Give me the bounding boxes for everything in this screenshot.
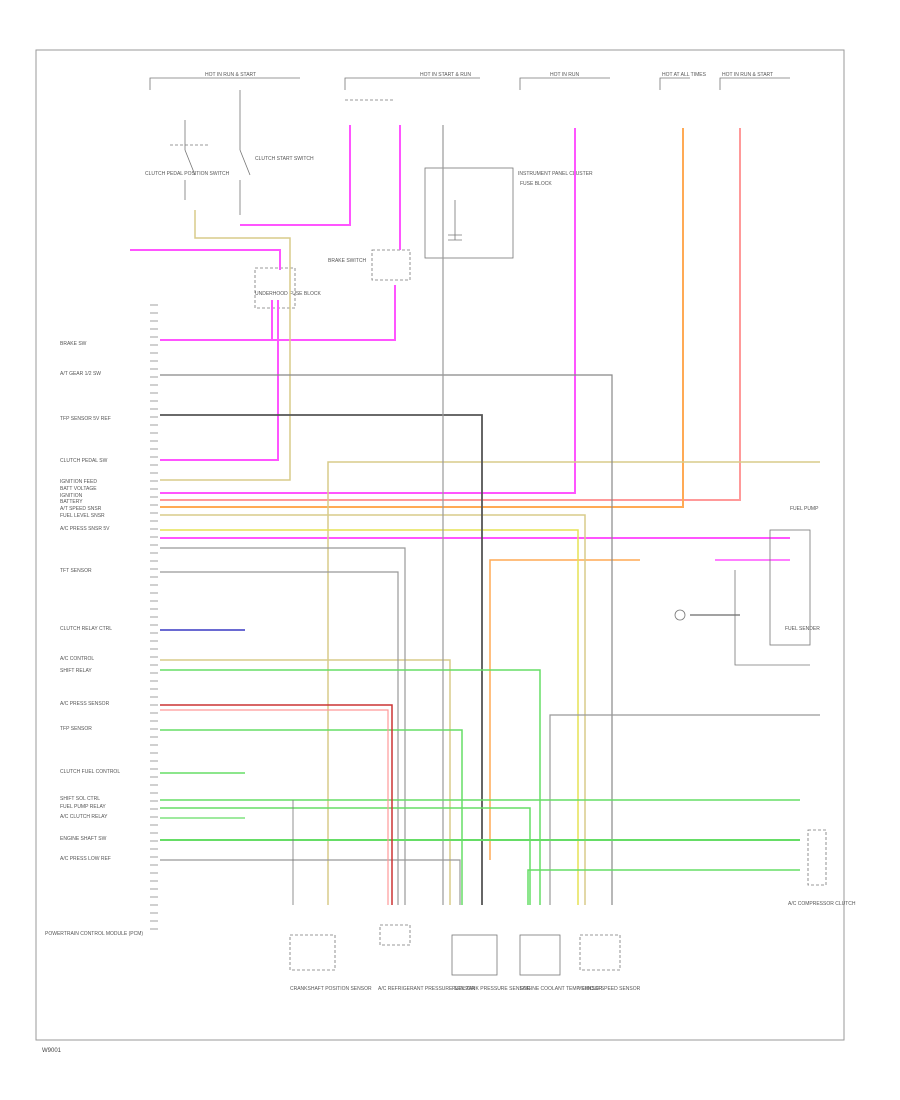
wire-tan-4 <box>160 659 451 905</box>
pcm-pin-label: IGNITION FEED <box>60 479 97 485</box>
label-fuel-tank-sensor: FUEL TANK PRESSURE SENSOR <box>452 986 531 992</box>
wire-pink-6 <box>160 300 279 461</box>
top-feed-labels: HOT IN RUN & START HOT IN START & RUN HO… <box>205 72 773 78</box>
top-label-2: HOT IN START & RUN <box>420 72 471 78</box>
pcm-pin-label: A/C PRESS LOW REF <box>60 856 111 862</box>
label-underhood-fuse: UNDERHOOD FUSE BLOCK <box>255 291 322 297</box>
pcm-pin-label: BRAKE SW <box>60 341 87 347</box>
pcm-pin-label: A/T GEAR 1/2 SW <box>60 371 101 377</box>
label-vehicle-speed-sensor: VEHICLE SPEED SENSOR <box>578 986 641 992</box>
top-feed-lines <box>149 77 790 101</box>
wire-orange-2 <box>489 559 640 860</box>
wire-black-1 <box>160 414 483 905</box>
wire-pink-1 <box>130 249 281 270</box>
label-ac-compressor: A/C COMPRESSOR CLUTCH <box>788 901 856 907</box>
wire-red <box>160 704 393 905</box>
wires <box>130 125 820 905</box>
pcm-pin-label: A/C PRESS SNSR 5V <box>60 526 110 532</box>
ipc-block: INSTRUMENT PANEL CLUSTER FUSE BLOCK <box>424 167 593 259</box>
label-crankshaft-sensor: CRANKSHAFT POSITION SENSOR <box>290 986 372 992</box>
label-clutch-pedal-switch: CLUTCH PEDAL POSITION SWITCH <box>145 171 230 177</box>
diagram-frame <box>35 49 845 1041</box>
pcm-pin-label: FUEL PUMP RELAY <box>60 804 106 810</box>
pcm-pin-label: TFP SENSOR 5V REF <box>60 416 111 422</box>
wire-gray-2 <box>160 547 406 905</box>
top-label-3: HOT IN RUN <box>550 72 579 78</box>
wire-pink-4 <box>240 125 351 226</box>
pcm-pin-label: CLUTCH PEDAL SW <box>60 458 108 464</box>
pcm-pin-label: ENGINE SHAFT SW <box>60 836 107 842</box>
wire-pink-3 <box>272 285 396 341</box>
pcm-pin-label: A/C CONTROL <box>60 656 94 662</box>
pcm-pin-label: TFT SENSOR <box>60 568 92 574</box>
top-label-1: HOT IN RUN & START <box>205 72 256 78</box>
clutch-switch-group: CLUTCH PEDAL POSITION SWITCH CLUTCH STAR… <box>145 90 314 215</box>
wire-red-2 <box>160 709 389 905</box>
wire-tan-2 <box>327 461 820 905</box>
wire-gray-4 <box>160 859 461 905</box>
pcm-pin-label: CLUTCH FUEL CONTROL <box>60 769 120 775</box>
wire-gray-5 <box>549 714 820 905</box>
pcm-pin-label: CLUTCH RELAY CTRL <box>60 626 112 632</box>
label-ac-pressure-sensor: A/C REFRIGERANT PRESSURE SENSOR <box>378 986 475 992</box>
label-ipc: INSTRUMENT PANEL CLUSTER <box>518 171 593 177</box>
label-fuel-pump: FUEL PUMP <box>790 506 819 512</box>
ac-compressor-block: A/C COMPRESSOR CLUTCH <box>788 829 856 907</box>
label-clutch-start-switch: CLUTCH START SWITCH <box>255 156 314 162</box>
wire-orange <box>160 128 684 508</box>
pcm-pin-label: SHIFT RELAY <box>60 668 92 674</box>
pcm-pin-label: BATT VOLTAGE <box>60 486 97 492</box>
bottom-components: CRANKSHAFT POSITION SENSOR A/C REFRIGERA… <box>289 924 641 992</box>
pcm-pin-label: BATTERY <box>60 499 83 505</box>
wire-green-5 <box>160 807 531 905</box>
wire-gray-3 <box>160 571 399 905</box>
label-fuse-block: FUSE BLOCK <box>520 181 552 187</box>
wire-green-1 <box>160 669 541 905</box>
wire-gray-1 <box>160 374 613 905</box>
label-fuel-sender: FUEL SENDER <box>785 626 820 632</box>
pcm-pin-label: A/C CLUTCH RELAY <box>60 814 108 820</box>
relay-block: UNDERHOOD FUSE BLOCK <box>254 267 322 309</box>
wire-light-pink <box>160 128 741 501</box>
top-label-4: HOT AT ALL TIMES <box>662 72 707 78</box>
pcm-module-label: POWERTRAIN CONTROL MODULE (PCM) <box>45 931 143 937</box>
brake-switch-block: BRAKE SWITCH <box>328 249 411 281</box>
pcm-pin-label: A/T SPEED SNSR <box>60 506 102 512</box>
wire-yellow <box>160 529 579 905</box>
fuel-sender-block: FUEL PUMP FUEL SENDER <box>674 506 820 666</box>
pcm-pin-column <box>150 304 158 930</box>
wire-green-2 <box>160 729 463 905</box>
footer-code: W9001 <box>42 1048 62 1054</box>
wire-pink-8 <box>160 128 576 494</box>
label-brake-switch: BRAKE SWITCH <box>328 258 366 264</box>
pcm-pin-label: A/C PRESS SENSOR <box>60 701 110 707</box>
label-coolant-sensor: ENGINE COOLANT TEMP SENSOR <box>520 986 603 992</box>
wire-green-7 <box>527 869 800 905</box>
pcm-pin-label: TFP SENSOR <box>60 726 92 732</box>
wire-tan-1 <box>160 210 291 481</box>
top-label-5: HOT IN RUN & START <box>722 72 773 78</box>
pcm-pin-label: IGNITION <box>60 493 83 499</box>
pcm-pin-labels: BRAKE SW A/T GEAR 1/2 SW TFP SENSOR 5V REF… <box>60 341 120 862</box>
wire-tan-3 <box>160 514 586 905</box>
pcm-pin-label: FUEL LEVEL SNSR <box>60 513 105 519</box>
pcm-pin-label: SHIFT SOL CTRL <box>60 796 100 802</box>
